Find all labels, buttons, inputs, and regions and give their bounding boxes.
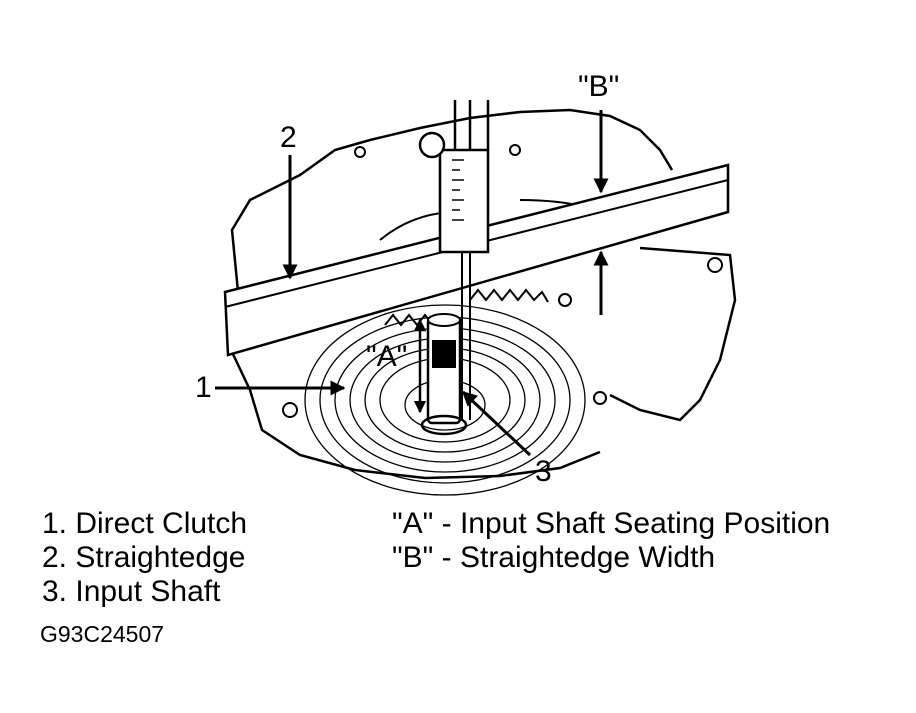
legend-item-straightedge: 2. Straightedge — [42, 541, 246, 574]
input-shaft — [426, 316, 462, 425]
callout-label-1: 1 — [195, 371, 212, 404]
legend-item-direct-clutch: 1. Direct Clutch — [42, 507, 248, 540]
case-right-flange — [609, 246, 737, 422]
callout-label-a: "A" — [366, 340, 408, 373]
bolt-hole-mid — [558, 293, 572, 307]
input-shaft-top — [427, 313, 461, 327]
transmission-case-outline — [230, 108, 674, 313]
legend-item-input-shaft: 3. Input Shaft — [42, 575, 221, 608]
callout-3-arrow — [461, 390, 532, 457]
bolt-hole-lower-right — [593, 391, 607, 405]
case-lower-left-outline — [230, 351, 601, 480]
bolt-hole-right — [707, 257, 723, 273]
depth-gauge-knob — [418, 131, 446, 159]
depth-gauge-beam — [438, 148, 490, 254]
legend-item-b: "B" - Straightedge Width — [392, 541, 716, 574]
input-shaft-base — [420, 414, 468, 436]
bolt-hole-top — [354, 146, 366, 158]
legend-item-a: "A" - Input Shaft Seating Position — [392, 507, 831, 540]
callout-label-3: 3 — [535, 455, 552, 488]
callout-label-b: "B" — [578, 70, 620, 103]
callout-label-2: 2 — [280, 121, 297, 154]
gear-teeth — [384, 288, 549, 327]
figure-id: G93C24507 — [40, 621, 165, 647]
input-shaft-splines — [432, 340, 456, 368]
bolt-hole-top-right — [509, 144, 521, 156]
bolt-hole-left — [282, 402, 298, 418]
depth-gauge-scale — [452, 159, 464, 221]
